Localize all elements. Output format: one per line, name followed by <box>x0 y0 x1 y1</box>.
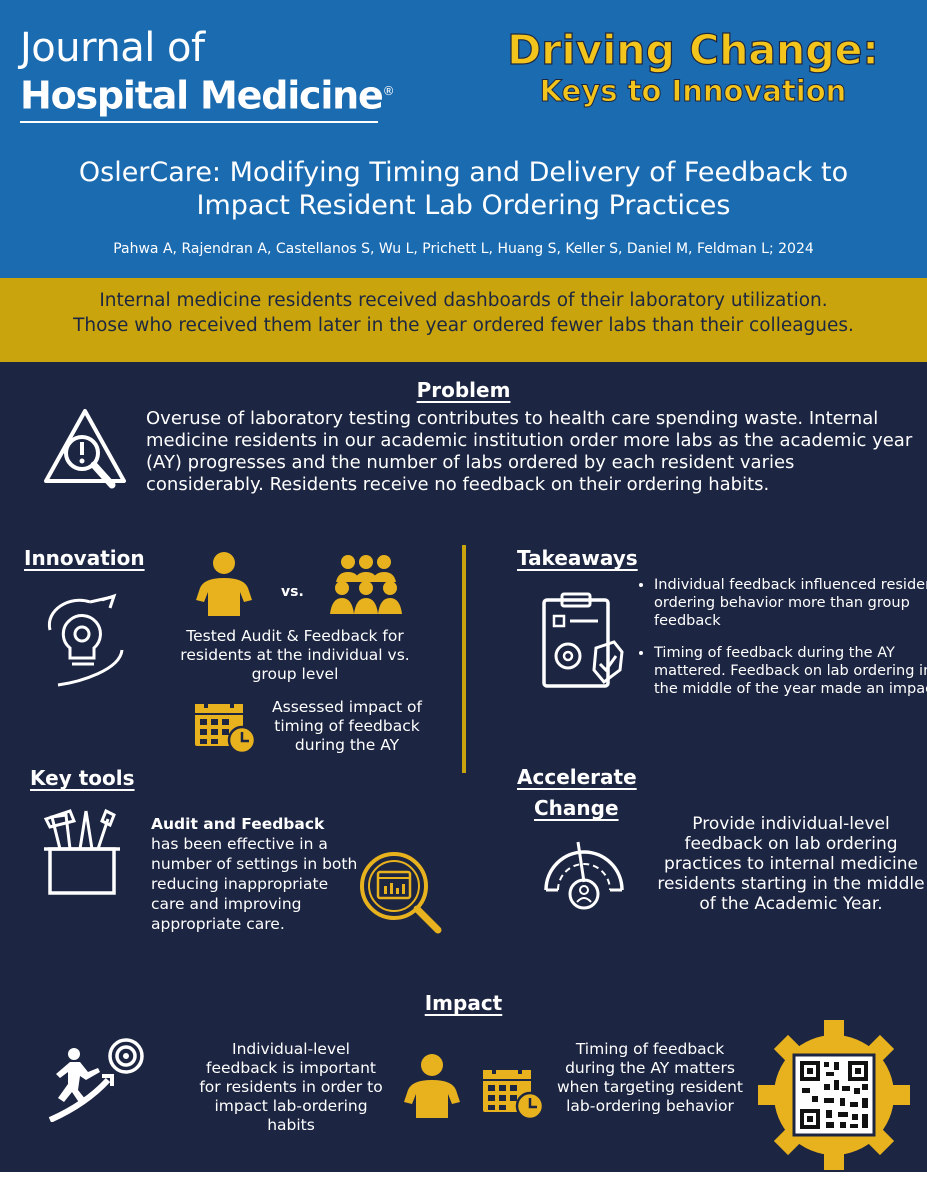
clipboard-gear-icon <box>542 592 624 688</box>
takeaway-item: Individual feedback influenced resident … <box>654 576 927 630</box>
key-tools-bold: Audit and Feedback <box>151 815 325 833</box>
takeaways-heading: Takeaways <box>517 546 638 570</box>
lightbulb-gear-icon <box>47 593 124 687</box>
toolbox-icon <box>43 808 120 895</box>
vs-label: vs. <box>281 584 304 600</box>
summary-text: Internal medicine residents received das… <box>73 290 854 336</box>
climber-target-icon <box>48 1038 144 1122</box>
person-icon <box>196 552 252 616</box>
brand-line2: Keys to Innovation <box>539 74 847 109</box>
person-icon <box>404 1054 460 1118</box>
problem-text: Overuse of laboratory testing contribute… <box>146 408 913 495</box>
article-authors: Pahwa A, Rajendran A, Castellanos S, Wu … <box>113 241 814 257</box>
innovation-text1: Tested Audit & Feedback for residents at… <box>180 627 410 683</box>
impact-text1: Individual-level feedback is important f… <box>199 1040 383 1134</box>
accelerate-heading-line1: Accelerate <box>517 765 637 789</box>
calendar-clock-icon <box>481 1064 545 1121</box>
accelerate-text: Provide individual-level feedback on lab… <box>657 814 925 914</box>
impact-text2: Timing of feedback during the AY matters… <box>556 1040 744 1115</box>
impact-heading: Impact <box>424 991 503 1015</box>
innovation-heading: Innovation <box>24 546 145 570</box>
accelerate-heading-line2: Change <box>534 796 619 820</box>
group-icon <box>330 555 402 614</box>
section-divider <box>462 545 466 773</box>
brand-line1: Driving Change: <box>507 25 880 74</box>
takeaways-list: Individual feedback influenced resident … <box>632 576 927 712</box>
warning-magnifier-icon <box>44 409 126 489</box>
key-tools-heading: Key tools <box>30 766 135 790</box>
problem-heading: Problem <box>416 378 511 402</box>
header: Journal of Hospital Medicine® Driving Ch… <box>0 0 927 278</box>
footer-strip <box>0 1172 927 1200</box>
innovation-text2: Assessed impact of timing of feedback du… <box>272 698 422 754</box>
gauge-person-icon <box>544 841 624 910</box>
article-title: OslerCare: Modifying Timing and Delivery… <box>78 157 849 221</box>
calendar-clock-icon <box>193 698 257 755</box>
qr-code-gear[interactable] <box>754 1018 914 1172</box>
series-brand: Driving Change: Keys to Innovation <box>473 25 913 109</box>
journal-rule <box>20 120 378 123</box>
dashboard-magnifier-icon <box>360 852 442 934</box>
summary-band: Internal medicine residents received das… <box>0 278 927 362</box>
journal-line2: Hospital Medicine® <box>20 73 395 118</box>
takeaway-item: Timing of feedback during the AY mattere… <box>654 644 927 698</box>
journal-logo: Journal of Hospital Medicine® <box>20 25 395 123</box>
journal-line1: Journal of <box>20 25 205 71</box>
